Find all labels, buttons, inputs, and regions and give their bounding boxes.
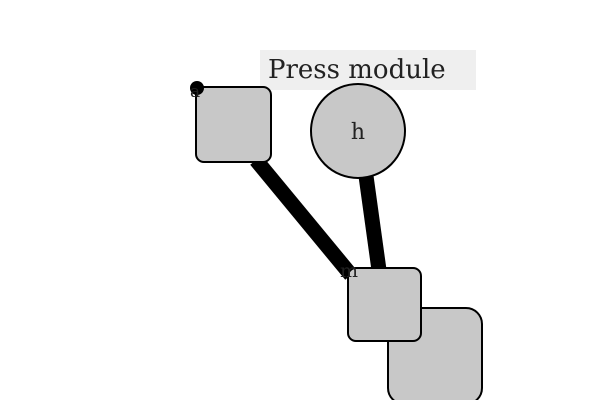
edge-h-to-m — [358, 174, 387, 272]
node-h-shape — [310, 83, 406, 179]
node-h-label: h — [351, 120, 365, 145]
node-m: m — [340, 260, 422, 342]
node-a-label: a — [190, 82, 200, 102]
prompt-label-box — [260, 50, 476, 90]
prompt-label-text: Press module — [268, 55, 446, 85]
node-m-label: m — [340, 260, 358, 282]
edge-a-to-m — [250, 155, 357, 280]
node-a: a — [190, 81, 272, 163]
node-h: h — [310, 83, 406, 179]
node-a-shape — [195, 86, 272, 163]
node-m-shape — [347, 267, 422, 342]
node-a-anchor-dot — [190, 81, 204, 95]
prompt-label: Press module — [260, 50, 476, 90]
